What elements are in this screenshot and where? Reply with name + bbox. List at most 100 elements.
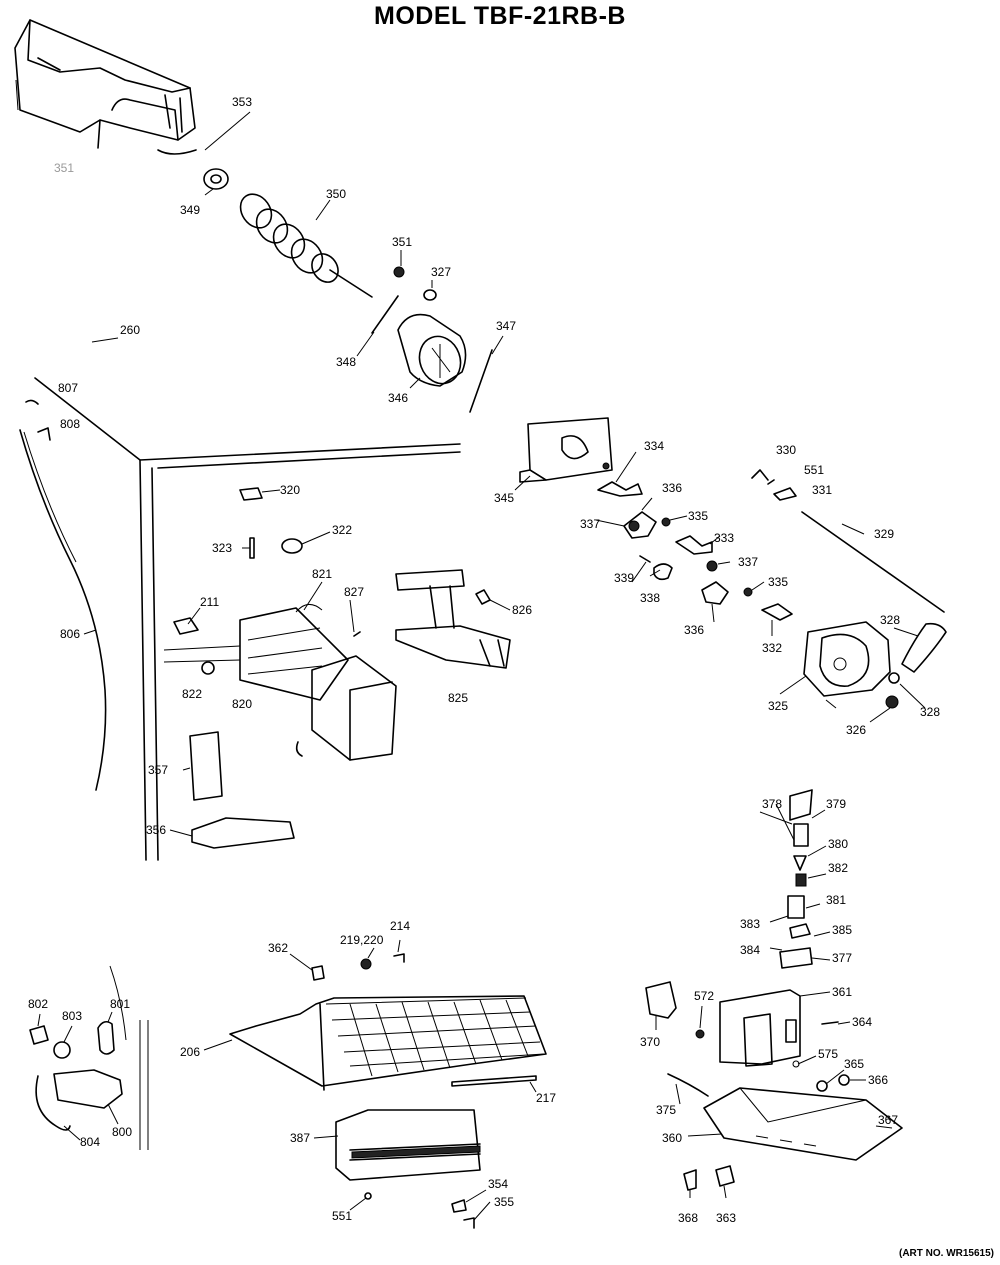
callout-353: 353 [232, 95, 252, 109]
callout-379: 379 [826, 797, 846, 811]
part-808 [37, 427, 51, 441]
screw-347 [469, 349, 493, 413]
screw-364 [821, 1021, 839, 1025]
bracket-211 [173, 617, 199, 635]
cap-322 [281, 538, 303, 554]
callout-363: 363 [716, 1211, 736, 1225]
callout-336b: 336 [684, 623, 704, 637]
callout-381: 381 [826, 893, 846, 907]
callout-808: 808 [60, 417, 80, 431]
callout-326: 326 [846, 723, 866, 737]
rod-329 [801, 511, 945, 613]
callout-348: 348 [336, 355, 356, 369]
callout-377: 377 [832, 951, 852, 965]
tube-375 [667, 1073, 709, 1097]
callout-803: 803 [62, 1009, 82, 1023]
callout-362: 362 [268, 941, 288, 955]
callout-361: 361 [832, 985, 852, 999]
callout-354: 354 [488, 1177, 508, 1191]
ice-tray-820 [239, 604, 397, 761]
nut-214 [393, 953, 405, 963]
callout-336: 336 [662, 481, 682, 495]
callout-370: 370 [640, 1035, 660, 1049]
callout-387: 387 [290, 1131, 310, 1145]
callout-378: 378 [762, 797, 782, 811]
screw-572 [695, 1029, 705, 1039]
nut-335b [743, 587, 753, 597]
callout-349: 349 [180, 203, 200, 217]
callout-383: 383 [740, 917, 760, 931]
callout-labels: 353 351 349 350 351 327 260 348 347 346 … [28, 95, 940, 1225]
gasket-806 [19, 429, 107, 791]
callout-211: 211 [200, 595, 219, 609]
nut-351 [393, 266, 405, 278]
screw-551 [364, 1192, 372, 1200]
callout-356: 356 [146, 823, 166, 837]
callout-331: 331 [812, 483, 832, 497]
ice-maker-325 [803, 621, 891, 709]
valve-stack [779, 789, 813, 969]
bushing-365 [816, 1080, 828, 1092]
nut-822 [201, 661, 215, 675]
washer-337 [628, 520, 640, 532]
clip-827 [353, 631, 361, 637]
knob-320 [239, 487, 263, 501]
callout-375: 375 [656, 1103, 676, 1117]
clip-362 [311, 965, 325, 981]
callout-366: 366 [868, 1073, 888, 1087]
callout-365: 365 [844, 1057, 864, 1071]
bracket-361 [719, 989, 801, 1067]
callout-800: 800 [112, 1125, 132, 1139]
callout-360: 360 [662, 1131, 682, 1145]
shelf-206 [229, 995, 547, 1091]
grommet-366 [838, 1074, 850, 1086]
callout-339: 339 [614, 571, 634, 585]
spring-339 [639, 555, 651, 563]
callout-332: 332 [762, 641, 782, 655]
part-330 [751, 469, 769, 481]
bushing-327 [423, 289, 437, 301]
wire-rack [325, 997, 545, 1077]
callout-368: 368 [678, 1211, 698, 1225]
trim-217 [451, 1075, 537, 1087]
callout-337b: 337 [738, 555, 758, 569]
callout-335: 335 [688, 509, 708, 523]
callout-217: 217 [536, 1091, 556, 1105]
screw-355 [463, 1217, 475, 1229]
clip-551a [767, 479, 775, 485]
callout-350: 350 [326, 187, 346, 201]
callout-335b: 335 [768, 575, 788, 589]
auger-spring-350 [239, 193, 373, 298]
callout-214: 214 [390, 919, 410, 933]
callout-327: 327 [431, 265, 451, 279]
callout-827: 827 [344, 585, 364, 599]
callout-320: 320 [280, 483, 300, 497]
callout-575: 575 [818, 1047, 838, 1061]
cabinet-260 [34, 377, 461, 861]
callout-206: 206 [180, 1045, 200, 1059]
arm-331 [773, 487, 797, 501]
lever-332 [761, 603, 793, 621]
pin-323 [249, 537, 255, 559]
lever-333 [675, 535, 713, 555]
gear-326 [885, 695, 899, 709]
callout-260: 260 [120, 323, 140, 337]
callout-825: 825 [448, 691, 468, 705]
bracket-336b [701, 581, 729, 605]
callout-364: 364 [852, 1015, 872, 1029]
callout-323: 323 [212, 541, 232, 555]
base-plate-360 [703, 1087, 903, 1161]
auger-housing [14, 19, 196, 149]
callout-328b: 328 [920, 705, 940, 719]
bracket-336 [623, 511, 657, 539]
callout-385: 385 [832, 923, 852, 937]
callout-329: 329 [874, 527, 894, 541]
callout-337: 337 [580, 517, 600, 531]
callout-804: 804 [80, 1135, 100, 1149]
switch-bracket-800 [29, 965, 149, 1150]
callout-367: 367 [878, 1113, 898, 1127]
callout-807: 807 [58, 381, 78, 395]
nut-335 [661, 517, 671, 527]
callout-380: 380 [828, 837, 848, 851]
